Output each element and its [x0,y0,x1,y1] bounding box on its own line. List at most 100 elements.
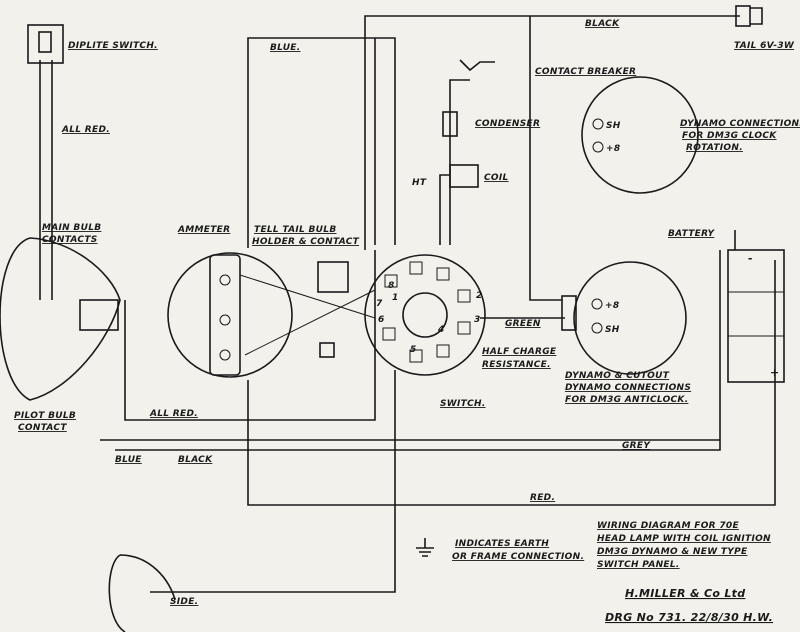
switch-term-6: 6 [378,315,385,325]
label-dyn-cutout-1: DYNAMO & CUTOUT [565,371,670,381]
label-tell-tail-2: HOLDER & CONTACT [252,237,360,247]
ammeter-terminal-3 [219,349,231,361]
coil-icon [449,164,479,188]
coil-wire [439,174,450,245]
label-all-red-top: ALL RED. [61,125,110,135]
dynamo-bottom [573,261,687,375]
side-lamp-icon [108,554,176,632]
condenser-icon [442,111,458,137]
labels: DIPLITE SWITCH. ALL RED. MAIN BULB CONTA… [14,19,800,624]
red-wire [247,380,776,506]
title-line-2: HEAD LAMP WITH COIL IGNITION [597,534,771,544]
label-contact-breaker: CONTACT BREAKER [535,67,636,77]
dynamo-feed-wire [529,16,562,301]
label-diplite-switch: DIPLITE SWITCH. [68,41,158,51]
ammeter-terminal-1 [219,274,231,286]
maker-name: H.MILLER & Co Ltd [625,587,745,600]
dynamo-bottom-sh-terminal [591,322,603,334]
blue-wire-top [247,37,396,248]
switch-term-4: 4 [437,325,445,335]
earth-stud [319,342,335,358]
label-blue-top: BLUE. [270,43,300,53]
label-green: GREEN [505,319,541,329]
title-line-3: DM3G DYNAMO & NEW TYPE [597,547,748,557]
label-pilot-bulb-2: CONTACT [18,423,67,433]
label-main-bulb-2: CONTACTS [42,235,98,245]
label-half-charge-2: RESISTANCE. [482,360,551,370]
switch-term-2: 2 [476,291,483,301]
label-dynamo-conn-1: DYNAMO CONNECTIONS [680,119,800,129]
tail-lamp-lens [750,7,763,25]
label-dyn-cutout-2: DYNAMO CONNECTIONS [565,383,691,393]
dynamo-connector [561,295,577,331]
label-ht: HT [412,178,427,188]
dynamo-bottom-plus8-terminal [591,298,603,310]
label-all-red-bottom: ALL RED. [149,409,198,419]
label-dyn-cutout-3: FOR DM3G ANTICLOCK. [565,395,688,405]
switch-term-3: 3 [474,315,481,325]
label-black-top: BLACK [585,19,620,29]
label-dynamo-conn-3: ROTATION. [686,143,743,153]
switch-panel [364,254,486,376]
tail-lamp-icon [735,5,751,27]
wires [39,15,776,593]
switch-term-1: 1 [392,293,399,303]
diplite-switch-lever [38,31,52,53]
switch-term-5: 5 [410,345,417,355]
battery-wires [734,230,776,380]
side-lamp-wire [150,370,396,593]
pilot-bulb-icon [79,299,119,331]
label-earth-2: OR FRAME CONNECTION. [452,552,584,562]
label-black-bottom: BLACK [178,455,213,465]
label-dynamo-conn-2: FOR DM3G CLOCK [682,131,777,141]
label-condenser: CONDENSER [475,119,540,129]
dynamo-top [581,76,699,194]
label-pilot-bulb-1: PILOT BULB [14,411,76,421]
label-ammeter: AMMETER [177,225,230,235]
label-tell-tail-1: TELL TAIL BULB [254,225,336,235]
title-line-1: WIRING DIAGRAM FOR 70E [597,521,739,531]
ammeter-plate [209,254,241,376]
diplite-switch-icon [27,24,64,64]
term-plus8-top: +8 [606,144,620,154]
label-tail: TAIL 6V-3W [734,41,795,51]
ammeter-body [167,252,293,378]
drawing-number: DRG No 731. 22/8/30 H.W. [605,611,773,624]
earth-symbol-icon [416,538,434,557]
switch-rotor [402,292,448,338]
label-half-charge-1: HALF CHARGE [482,347,557,357]
headlamp-body [0,237,121,401]
label-grey: GREY [622,441,651,451]
dynamo-top-plus8-terminal [592,141,604,153]
label-main-bulb-1: MAIN BULB [42,223,101,233]
grey-wire [115,250,721,451]
label-side: SIDE. [170,597,198,607]
title-line-4: SWITCH PANEL. [597,560,680,570]
term-sh-top: SH [606,121,621,131]
switch-term-8: 8 [388,281,395,291]
label-blue-bottom: BLUE [115,455,142,465]
black-wire-tail [364,15,740,250]
term-plus8-bot: +8 [605,301,619,311]
ammeter-terminal-2 [219,314,231,326]
label-coil: COIL [484,173,509,183]
ammeter-links [239,274,376,356]
battery-icon [727,249,785,383]
label-earth-1: INDICATES EARTH [455,539,549,549]
battery-minus: - [748,252,753,265]
all-red-wire [124,300,248,421]
label-switch: SWITCH. [440,399,486,409]
cb-wire [449,79,470,245]
label-red: RED. [530,493,555,503]
switch-drop [248,250,376,421]
battery-plus: + [770,366,780,379]
switch-contacts [382,261,471,363]
dynamo-top-sh-terminal [592,118,604,130]
label-battery: BATTERY [668,229,716,239]
switch-term-7: 7 [376,299,383,309]
tell-tail-bulb-holder [317,261,349,293]
contact-breaker-icon [459,59,495,72]
term-sh-bot: SH [605,325,620,335]
